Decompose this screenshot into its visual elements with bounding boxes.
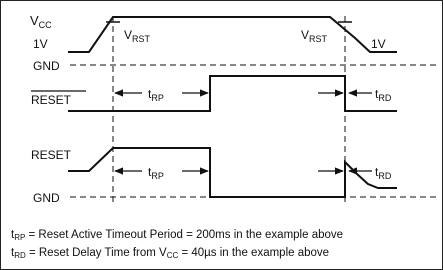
reset-bar-label: RESET [31,93,72,107]
trd-definition-note: tRD = Reset Delay Time from VCC = 40µs i… [11,247,330,260]
reset-label: RESET [31,148,72,162]
one-volt-right-label: 1V [371,37,386,51]
trd2-label: tRD [375,165,392,181]
trp-label: tRP [148,87,164,103]
vcc-waveform [68,16,397,53]
gnd-top-label: GND [33,59,60,73]
vrst-left-label: VRST [124,28,151,44]
reset-waveform [68,147,397,198]
trp-definition-note: tRP = Reset Active Timeout Period = 200m… [11,229,344,242]
one-volt-left-label: 1V [33,37,48,51]
trd-label: tRD [375,87,392,103]
reset-bar-waveform [68,75,397,112]
vrst-right-label: VRST [301,28,328,44]
trp2-label: tRP [148,165,164,181]
vcc-label: VCC [30,13,52,30]
gnd-bottom-label: GND [33,191,60,205]
